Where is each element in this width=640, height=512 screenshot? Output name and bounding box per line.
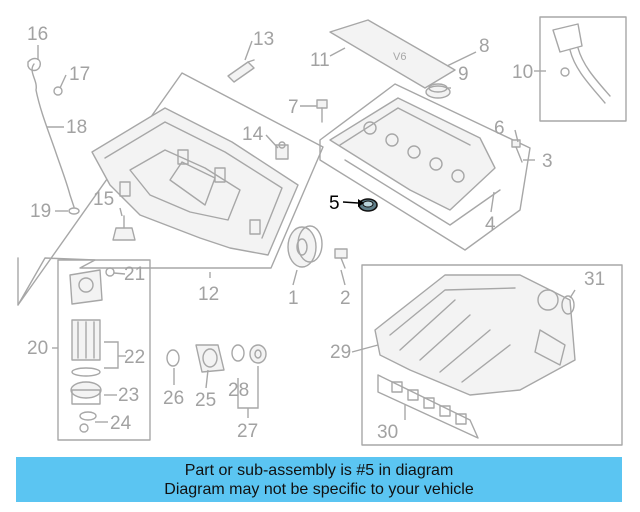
- cap-9: [425, 83, 451, 99]
- callout-19: 19: [30, 201, 51, 222]
- oring-21: [105, 267, 115, 277]
- callout-14: 14: [242, 124, 264, 145]
- info-banner: Part or sub-assembly is #5 in diagram Di…: [16, 457, 622, 502]
- callout-7: 7: [288, 97, 299, 118]
- oring-31: [561, 295, 575, 315]
- bolt-7: [316, 99, 328, 123]
- ring-26: [166, 349, 180, 367]
- part-5-leader: [342, 201, 359, 204]
- filter-housing-20: [69, 267, 115, 305]
- callout-3: 3: [542, 151, 553, 172]
- ring-28: [231, 344, 245, 362]
- valve-cover-group-outline: [319, 83, 531, 251]
- bolt-2: [334, 248, 348, 269]
- callout-26: 26: [163, 388, 184, 409]
- valve-cover: [329, 97, 501, 226]
- callout-20: 20: [27, 338, 48, 359]
- drain-24: [79, 411, 97, 433]
- filter-22: [71, 319, 101, 377]
- intake-manifold-29: [374, 274, 576, 396]
- callout-23: 23: [118, 385, 139, 406]
- engine-cover-11: V6: [329, 19, 456, 89]
- part-5-gasket: [358, 198, 378, 212]
- adapter-25: [195, 344, 225, 373]
- callout-30: 30: [377, 422, 398, 443]
- callout-31: 31: [584, 269, 605, 290]
- bolt-6: [511, 139, 523, 163]
- callout-8: 8: [479, 36, 490, 57]
- filter-group-box: [57, 259, 151, 441]
- callout-24: 24: [110, 413, 132, 434]
- callout-25: 25: [195, 390, 216, 411]
- part-5-arrowhead: [358, 199, 364, 207]
- leader-lines: [37, 40, 576, 423]
- fitting-14: [275, 141, 289, 160]
- callout-1: 1: [288, 288, 299, 309]
- callout-4: 4: [485, 214, 496, 235]
- callout-28: 28: [228, 380, 249, 401]
- callout-6: 6: [494, 118, 505, 139]
- dipstick: [31, 63, 75, 208]
- callout-21: 21: [124, 264, 145, 285]
- callout-11: 11: [310, 50, 330, 71]
- banner-line-2: Diagram may not be specific to your vehi…: [164, 480, 474, 498]
- callout-10: 10: [512, 62, 533, 83]
- intake-group-box: [361, 264, 623, 446]
- pulley-1: [287, 225, 323, 268]
- gasket-30: [377, 374, 479, 439]
- engine-cover-logo: V6: [393, 51, 406, 63]
- banner-line-1: Part or sub-assembly is #5 in diagram: [184, 461, 454, 479]
- oil-pan-group-outline: [17, 72, 324, 306]
- cap-27: [249, 344, 267, 364]
- hose-10: [552, 23, 611, 104]
- parts-diagram: V6: [17, 16, 627, 446]
- callout-13: 13: [253, 29, 274, 50]
- plug-15: [112, 215, 136, 241]
- callout-22: 22: [124, 347, 145, 368]
- callout-9: 9: [458, 64, 469, 85]
- callout-5: 5: [329, 193, 340, 214]
- callout-16: 16: [27, 24, 48, 45]
- callout-17: 17: [69, 64, 90, 85]
- sensor-13: [227, 59, 255, 83]
- callout-29: 29: [330, 342, 351, 363]
- dipstick-handle: [27, 57, 41, 72]
- callout-2: 2: [340, 288, 351, 309]
- callout-27: 27: [237, 421, 258, 442]
- seal-19: [68, 207, 80, 215]
- callout-18: 18: [66, 117, 87, 138]
- callout-15: 15: [93, 189, 114, 210]
- filter-cap-23: [70, 381, 102, 405]
- oil-pan: [91, 107, 299, 256]
- hose-box: [539, 16, 627, 122]
- oring-17: [53, 86, 63, 96]
- callout-12: 12: [198, 284, 219, 305]
